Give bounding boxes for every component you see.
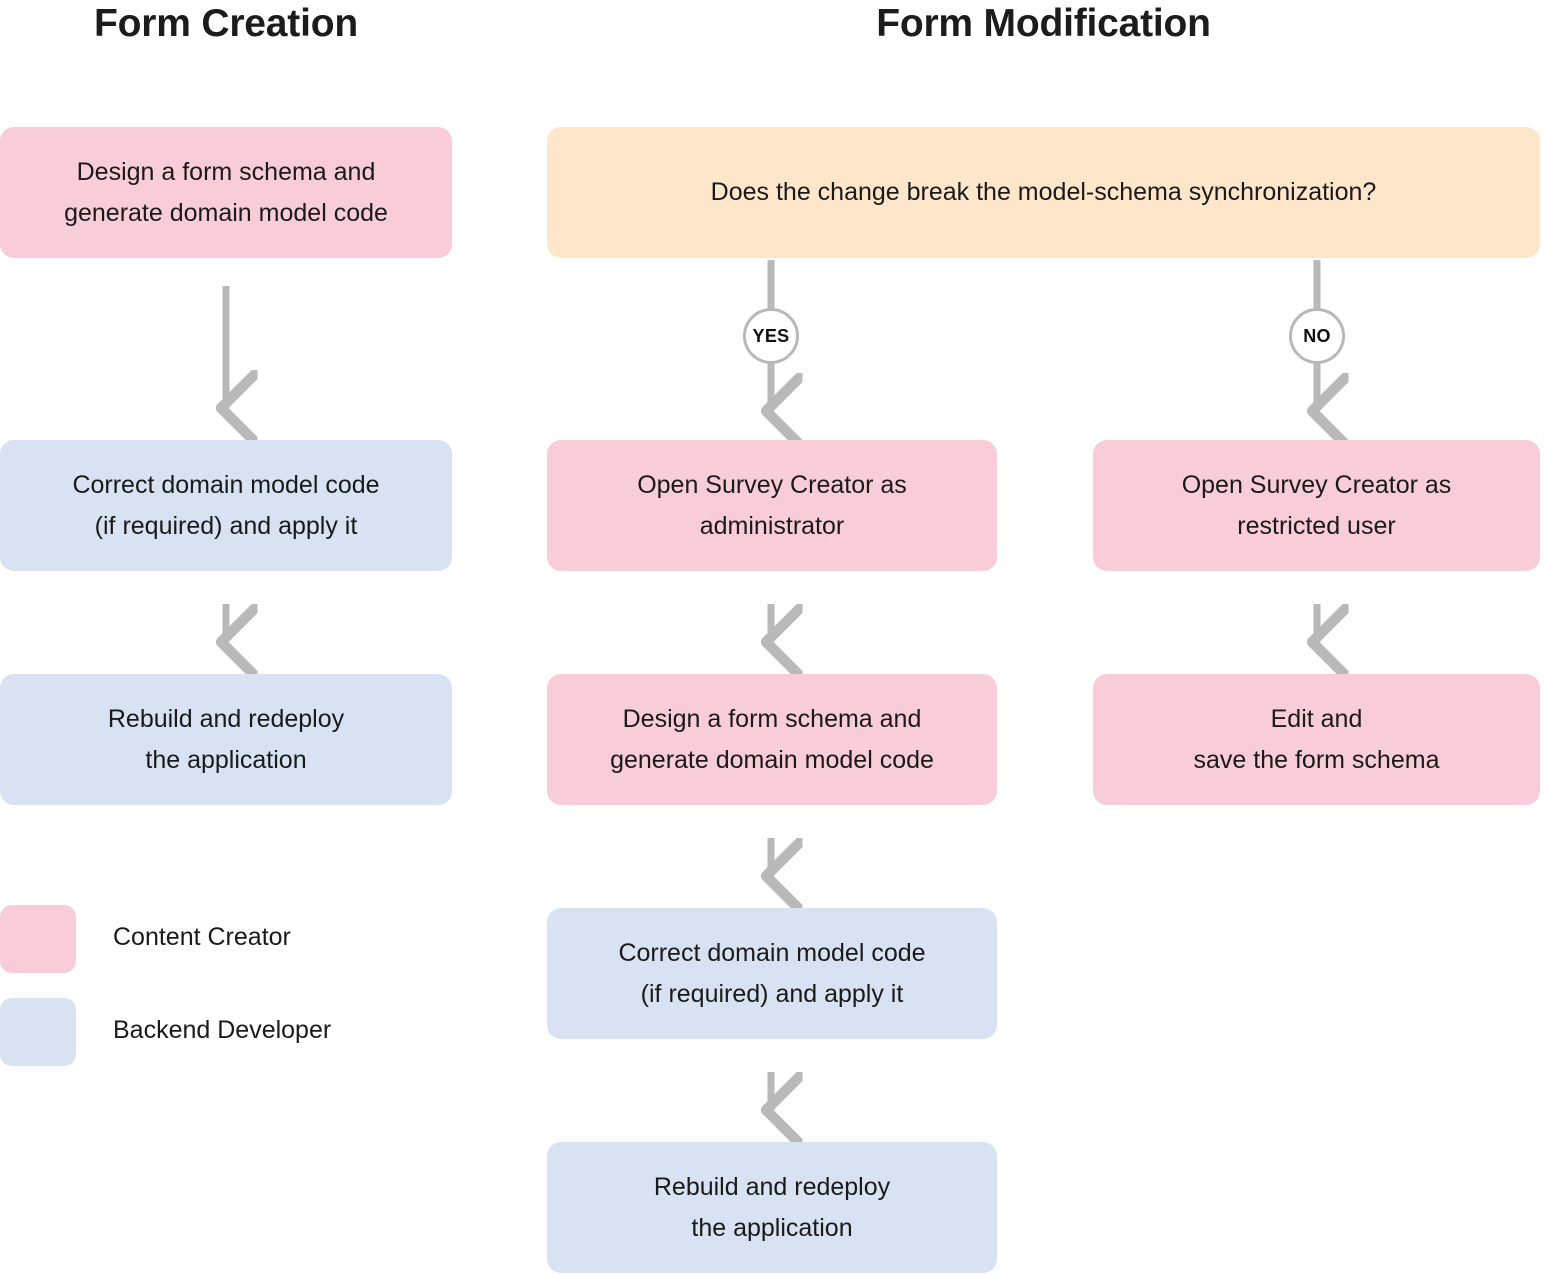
node-label: Edit and save the form schema (1193, 705, 1440, 774)
node-creation-rebuild-redeploy: Rebuild and redeploy the application (0, 674, 452, 805)
decision-branch-yes-label: YES (752, 325, 790, 346)
legend-swatch-backend-developer (0, 998, 76, 1066)
node-edit-save-form-schema: Edit and save the form schema (1093, 674, 1540, 805)
node-label: Open Survey Creator as administrator (637, 471, 907, 540)
column-title-form-creation: Form Creation (94, 2, 358, 45)
node-label: Correct domain model code (if required) … (72, 471, 380, 540)
node-open-survey-creator-administrator: Open Survey Creator as administrator (547, 440, 997, 571)
node-label: Does the change break the model-schema s… (710, 178, 1377, 207)
decision-branch-no-label: NO (1303, 325, 1331, 346)
node-label: Design a form schema and generate domain… (64, 158, 388, 227)
node-yes-correct-model: Correct domain model code (if required) … (547, 908, 997, 1039)
legend-item-content-creator: Content Creator (0, 905, 470, 998)
node-open-survey-creator-restricted: Open Survey Creator as restricted user (1093, 440, 1540, 571)
column-title-form-modification: Form Modification (876, 2, 1211, 45)
legend-label-backend-developer: Backend Developer (113, 1016, 332, 1044)
node-decision-model-schema-sync: Does the change break the model-schema s… (547, 127, 1540, 258)
node-creation-correct-model: Correct domain model code (if required) … (0, 440, 452, 571)
legend: Content Creator Backend Developer (0, 905, 470, 1091)
node-label: Open Survey Creator as restricted user (1181, 471, 1452, 540)
node-yes-design-schema: Design a form schema and generate domain… (547, 674, 997, 805)
legend-label-content-creator: Content Creator (113, 923, 291, 951)
node-yes-rebuild-redeploy: Rebuild and redeploy the application (547, 1142, 997, 1273)
node-label: Correct domain model code (if required) … (618, 939, 926, 1008)
decision-branch-yes: YES (743, 308, 799, 364)
node-creation-design-schema: Design a form schema and generate domain… (0, 127, 452, 258)
decision-branch-no: NO (1289, 308, 1345, 364)
legend-swatch-content-creator (0, 905, 76, 973)
node-label: Rebuild and redeploy the application (653, 1173, 891, 1242)
legend-item-backend-developer: Backend Developer (0, 998, 470, 1091)
node-label: Rebuild and redeploy the application (107, 705, 345, 774)
node-label: Design a form schema and generate domain… (610, 705, 934, 774)
